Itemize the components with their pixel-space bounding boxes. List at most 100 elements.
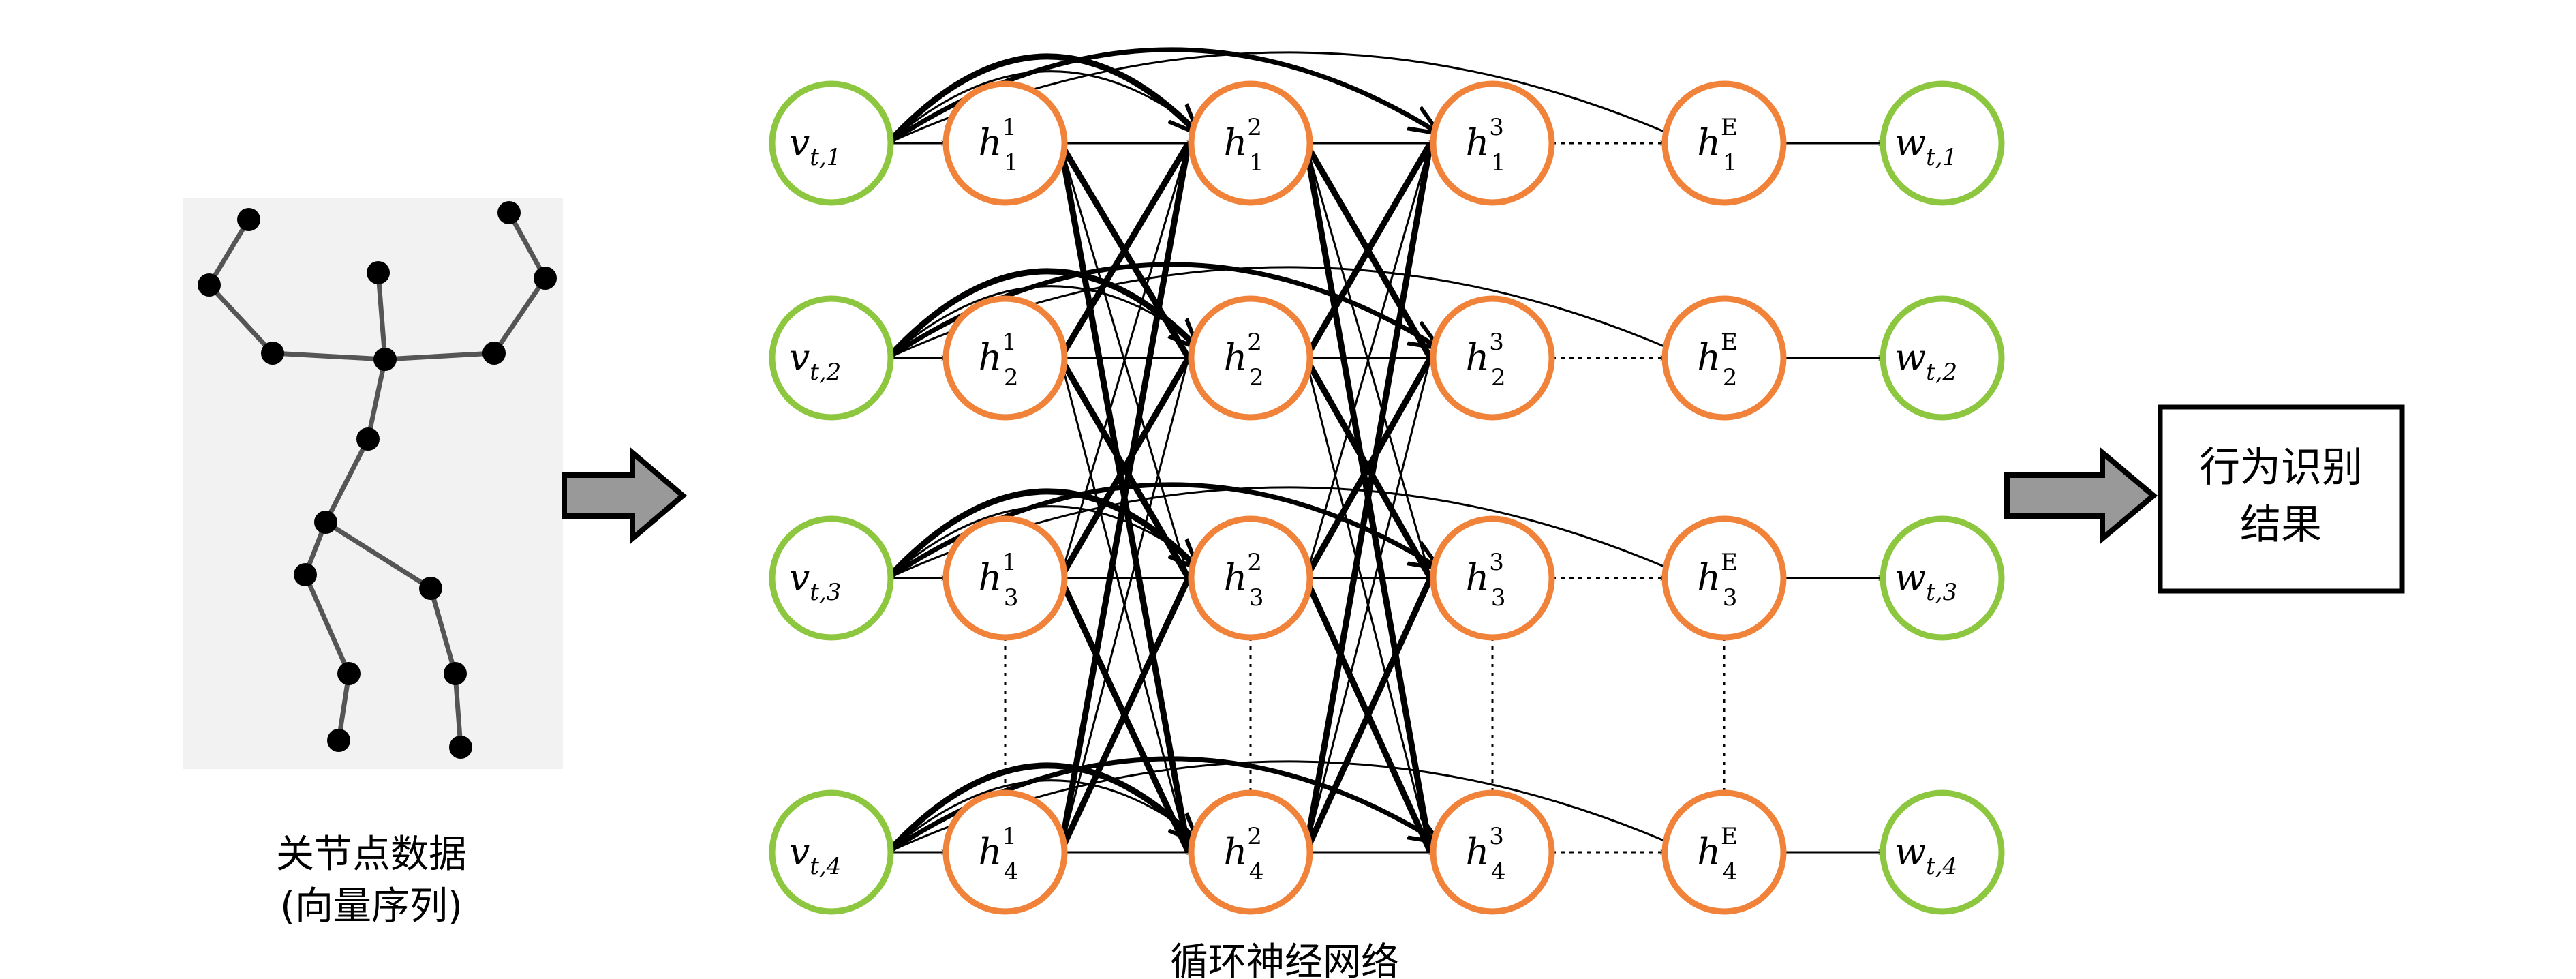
- node-label-subscript: 3: [1491, 584, 1506, 612]
- skeleton-joint: [237, 208, 260, 231]
- node-label-superscript: 2: [1247, 549, 1262, 576]
- node-label-base: h: [1223, 556, 1247, 599]
- input-node-label: vt,1: [789, 121, 842, 171]
- node-label-subscript: 1: [1723, 149, 1738, 177]
- io-node-circle: [769, 789, 894, 915]
- skip-connection-edge: [885, 488, 1197, 581]
- node-label-subscript: 2: [1723, 364, 1738, 391]
- node-label-superscript: 1: [1002, 329, 1017, 356]
- output-flow-arrow: [2004, 447, 2158, 545]
- skeleton-joint: [356, 427, 380, 451]
- node-label-subscript: 3: [1723, 584, 1738, 612]
- node-label-base: v: [789, 556, 810, 599]
- hidden-node-circle: [1661, 295, 1787, 421]
- node-label-subscript: 3: [1004, 584, 1019, 612]
- node-label-base: h: [1697, 121, 1721, 164]
- node-label-base: v: [789, 830, 810, 873]
- hidden-node-circle: [1188, 295, 1313, 421]
- node-label-superscript: 3: [1489, 823, 1504, 850]
- node-label-base: h: [1465, 830, 1489, 873]
- node-label-subscript: 4: [1249, 858, 1264, 886]
- node-label-superscript: E: [1721, 549, 1738, 576]
- cross-layer-edge: [1303, 356, 1433, 580]
- node-label-base: h: [978, 121, 1002, 164]
- node-label-base: w: [1895, 830, 1926, 873]
- node-label-base: h: [1223, 830, 1247, 873]
- node-label-base: h: [978, 830, 1002, 873]
- node-label-superscript: 2: [1247, 114, 1262, 141]
- hidden-node-circle: [1430, 80, 1555, 206]
- output-node-label: wt,3: [1895, 556, 1957, 606]
- node-label-subscript: 2: [1491, 364, 1506, 391]
- node-label-base: h: [1465, 556, 1489, 599]
- cross-layer-edge: [1304, 358, 1430, 853]
- hidden-node-circle: [1430, 295, 1555, 421]
- cross-layer-edge: [1302, 577, 1434, 854]
- node-label-subscript: t,2: [1926, 359, 1957, 386]
- skip-connection-edge: [885, 762, 1197, 855]
- node-label-subscript: 4: [1723, 858, 1738, 886]
- skeleton-joint: [419, 577, 442, 600]
- hidden-node-circle: [1430, 789, 1555, 915]
- hidden-node-circle: [1661, 789, 1787, 915]
- output-node-label: wt,4: [1895, 830, 1957, 880]
- node-output-row-2: wt,2: [1880, 295, 2005, 421]
- hE-node-label: hE 3: [1697, 549, 1738, 612]
- node-label-base: w: [1895, 336, 1926, 379]
- skeleton-joint: [449, 736, 472, 759]
- node-output-row-1: wt,1: [1880, 80, 2005, 206]
- output-node-label: wt,2: [1895, 336, 1957, 386]
- skeleton-joint: [444, 662, 467, 685]
- cross-layer-edge: [1058, 141, 1191, 360]
- node-label-base: v: [789, 121, 810, 164]
- hidden-node-circle: [942, 789, 1068, 915]
- node-label-superscript: E: [1721, 329, 1738, 356]
- node-label-base: h: [1465, 336, 1489, 379]
- node-input-row-3: vt,3: [769, 515, 894, 641]
- skeleton-joint: [367, 261, 390, 284]
- network-edges: [885, 47, 1883, 855]
- skip-connection-edge: [885, 53, 1197, 146]
- node-h3-row-2: h3 2: [1430, 295, 1555, 421]
- cross-layer-edge: [1058, 356, 1191, 580]
- hidden-node-circle: [1188, 80, 1313, 206]
- node-label-superscript: E: [1721, 823, 1738, 850]
- result-box-line1: 行为识别: [2199, 444, 2363, 492]
- skip-connection-edge: [887, 779, 1198, 854]
- skip-connection-edge: [887, 70, 1198, 145]
- node-label-base: v: [789, 336, 810, 379]
- io-node-circle: [1880, 295, 2005, 421]
- hidden-node-circle: [1188, 515, 1313, 641]
- node-label-subscript: 1: [1004, 149, 1019, 177]
- skip-connection-edge: [885, 268, 1197, 361]
- skeleton-joint: [294, 563, 317, 586]
- node-label-subscript: t,1: [1926, 144, 1957, 171]
- node-input-row-1: vt,1: [769, 80, 894, 206]
- cross-layer-edge: [1304, 143, 1430, 579]
- node-input-row-2: vt,2: [769, 295, 894, 421]
- node-label-superscript: 2: [1247, 329, 1262, 356]
- input-node-label: vt,3: [789, 556, 842, 606]
- skeleton-joint: [261, 342, 284, 365]
- input-node-label: vt,2: [789, 336, 842, 386]
- node-label-superscript: 3: [1489, 329, 1504, 356]
- node-label-subscript: 1: [1249, 149, 1264, 177]
- h3-node-label: h3 2: [1465, 329, 1505, 391]
- node-label-base: h: [1697, 556, 1721, 599]
- node-label-subscript: t,2: [810, 359, 841, 386]
- io-node-circle: [769, 295, 894, 421]
